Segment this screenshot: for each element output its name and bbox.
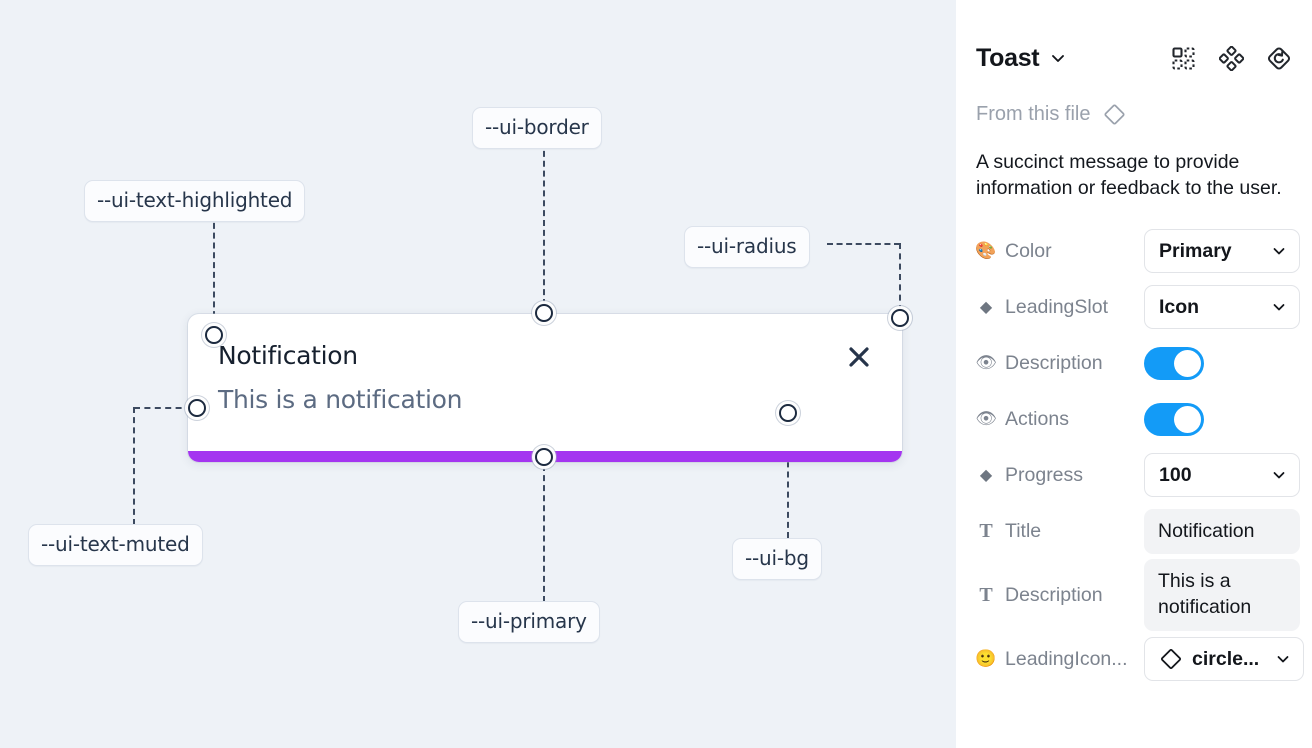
toast-component-preview[interactable]: Notification This is a notification (188, 314, 902, 462)
panel-header: Toast (976, 30, 1292, 86)
property-label-description-toggle: 👁 Description (976, 352, 1144, 375)
title-input[interactable]: Notification (1144, 508, 1300, 555)
eye-icon: 👁 (976, 409, 997, 429)
property-label-progress: ◆ Progress (976, 464, 1144, 487)
progress-select[interactable]: 100 (1144, 453, 1300, 498)
annotation-ui-radius[interactable]: --ui-radius (684, 226, 810, 268)
connector-ui-radius-h (827, 243, 900, 245)
property-control-actions-toggle (1144, 402, 1292, 436)
text-icon: T (979, 583, 993, 606)
toast-inner: Notification This is a notification (188, 314, 902, 462)
from-this-file-label: From this file (976, 102, 1091, 125)
eye-icon: 👁 (976, 353, 997, 373)
diamond-icon: ◆ (979, 467, 993, 485)
annotation-ui-bg[interactable]: --ui-bg (732, 538, 822, 580)
handle-ui-border[interactable] (535, 304, 553, 322)
property-name: Color (1005, 239, 1052, 262)
properties-panel: Toast (956, 0, 1312, 748)
diamond-icon: ◆ (979, 299, 993, 317)
handle-ui-primary[interactable] (535, 448, 553, 466)
property-label-actions-toggle: 👁 Actions (976, 408, 1144, 431)
property-control-description-toggle (1144, 346, 1292, 380)
connector-ui-primary (543, 465, 545, 602)
property-name: Description (1005, 583, 1103, 606)
handle-ui-radius[interactable] (891, 309, 909, 327)
component-grid-icon[interactable] (1170, 45, 1196, 71)
leadingslot-select-value: Icon (1159, 295, 1200, 318)
property-label-leadingicon: 🙂 LeadingIcon... (976, 648, 1144, 671)
design-canvas[interactable]: Notification This is a notification --ui… (0, 0, 956, 748)
property-name: LeadingIcon... (1005, 647, 1128, 670)
property-label-title: T Title (976, 520, 1144, 543)
toast-description: This is a notification (218, 385, 463, 414)
chevron-down-icon[interactable] (1049, 49, 1067, 67)
connector-ui-text-muted-v (133, 407, 135, 525)
property-control-description-text: This is a notification (1144, 559, 1300, 632)
leadingicon-select-value: circle... (1192, 647, 1260, 670)
annotation-ui-text-highlighted[interactable]: --ui-text-highlighted (84, 180, 306, 222)
property-control-leadingslot: Icon (1144, 285, 1300, 330)
reset-variant-icon[interactable] (1266, 45, 1292, 71)
property-label-leadingslot: ◆ LeadingSlot (976, 296, 1144, 319)
property-label-color: 🎨 Color (976, 240, 1144, 263)
leadingicon-select[interactable]: circle... (1144, 637, 1304, 682)
component-diamonds-icon[interactable] (1218, 45, 1244, 71)
toast-title: Notification (218, 341, 358, 370)
property-name: LeadingSlot (1005, 295, 1109, 318)
property-name: Actions (1005, 407, 1069, 430)
chevron-down-icon (1275, 651, 1291, 667)
leadingslot-select[interactable]: Icon (1144, 285, 1300, 330)
chevron-down-icon (1271, 243, 1287, 259)
progress-select-value: 100 (1159, 463, 1192, 486)
component-description: A succinct message to provide informatio… (976, 151, 1282, 199)
palette-icon: 🎨 (976, 241, 997, 261)
property-name: Progress (1005, 463, 1084, 486)
page-title: Toast (976, 43, 1040, 72)
description-toggle[interactable] (1144, 346, 1204, 380)
handle-ui-bg[interactable] (779, 404, 797, 422)
connector-ui-bg (787, 421, 789, 538)
text-icon: T (979, 519, 993, 542)
diamond-icon (1159, 647, 1183, 671)
property-row-title: T Title Notification (976, 503, 1300, 559)
property-row-description-toggle: 👁 Description (976, 335, 1292, 391)
color-select[interactable]: Primary (1144, 229, 1300, 274)
toggle-knob (1174, 349, 1201, 377)
property-row-progress: ◆ Progress 100 (976, 447, 1300, 503)
connector-ui-radius-v (899, 243, 901, 311)
property-name: Description (1005, 351, 1103, 374)
handle-ui-text-highlighted[interactable] (205, 326, 223, 344)
toggle-knob (1174, 405, 1201, 433)
annotation-ui-border[interactable]: --ui-border (472, 107, 602, 149)
property-row-actions-toggle: 👁 Actions (976, 391, 1292, 447)
property-row-leadingicon: 🙂 LeadingIcon... circle... (976, 631, 1304, 687)
annotation-ui-primary[interactable]: --ui-primary (458, 601, 600, 643)
leadingicon-select-value-wrap: circle... (1159, 647, 1269, 671)
property-row-color: 🎨 Color Primary (976, 223, 1300, 279)
close-icon[interactable] (842, 340, 876, 374)
description-input[interactable]: This is a notification (1144, 559, 1300, 632)
property-control-progress: 100 (1144, 453, 1300, 498)
property-list: 🎨 Color Primary ◆ LeadingSlot (976, 223, 1304, 687)
connector-ui-border (543, 141, 545, 305)
property-control-title: Notification (1144, 508, 1300, 555)
property-row-description-text: T Description This is a notification (976, 559, 1300, 632)
connector-ui-text-muted-h (134, 407, 192, 409)
actions-toggle[interactable] (1144, 402, 1204, 436)
color-select-value: Primary (1159, 239, 1232, 262)
from-this-file-row[interactable]: From this file (976, 100, 1292, 128)
header-icon-group (1170, 45, 1292, 71)
property-name: Title (1005, 519, 1042, 542)
smiley-icon: 🙂 (976, 649, 997, 669)
chevron-down-icon (1271, 299, 1287, 315)
chevron-down-icon (1271, 467, 1287, 483)
diamond-icon (1102, 102, 1127, 127)
connector-ui-text-highlighted (213, 213, 215, 327)
annotation-ui-text-muted[interactable]: --ui-text-muted (28, 524, 203, 566)
property-label-description-text: T Description (976, 584, 1144, 607)
property-control-leadingicon: circle... (1144, 637, 1304, 682)
handle-ui-text-muted[interactable] (188, 399, 206, 417)
property-row-leadingslot: ◆ LeadingSlot Icon (976, 279, 1300, 335)
property-control-color: Primary (1144, 229, 1300, 274)
